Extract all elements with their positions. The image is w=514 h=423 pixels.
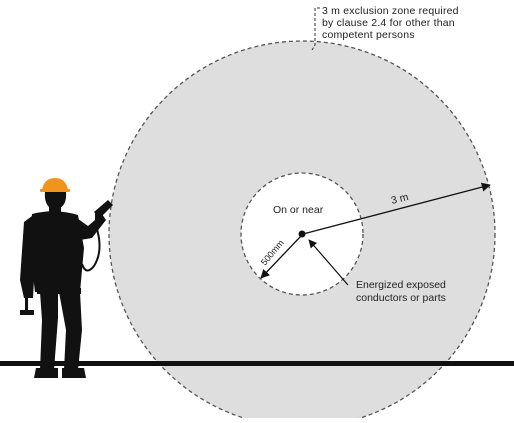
ground-line xyxy=(0,361,514,366)
hard-hat-icon xyxy=(42,178,68,190)
conductor-callout-line-2: conductors or parts xyxy=(356,292,446,304)
exclusion-callout-text: 3 m exclusion zone required by clause 2.… xyxy=(322,5,462,41)
inner-zone-label: On or near xyxy=(273,204,324,216)
outer-radius-arrow xyxy=(302,182,491,235)
exclusion-callout-line-1: 3 m exclusion zone required xyxy=(322,5,459,17)
conductor-callout-line-1: Energized exposed xyxy=(356,279,446,291)
energized-conductor-point xyxy=(298,230,306,238)
exclusion-callout-line-3: competent persons xyxy=(322,29,415,41)
exclusion-callout-leader xyxy=(311,7,320,51)
outer-radius-label: 3 m xyxy=(390,191,410,207)
exclusion-callout-line-2: by clause 2.4 for other than xyxy=(322,17,455,29)
conductor-callout-text: Energized exposed conductors or parts xyxy=(356,279,449,304)
conductor-pointer-arrow xyxy=(308,239,349,286)
worker-silhouette-icon xyxy=(20,178,113,378)
inner-radius-arrow xyxy=(260,235,302,279)
